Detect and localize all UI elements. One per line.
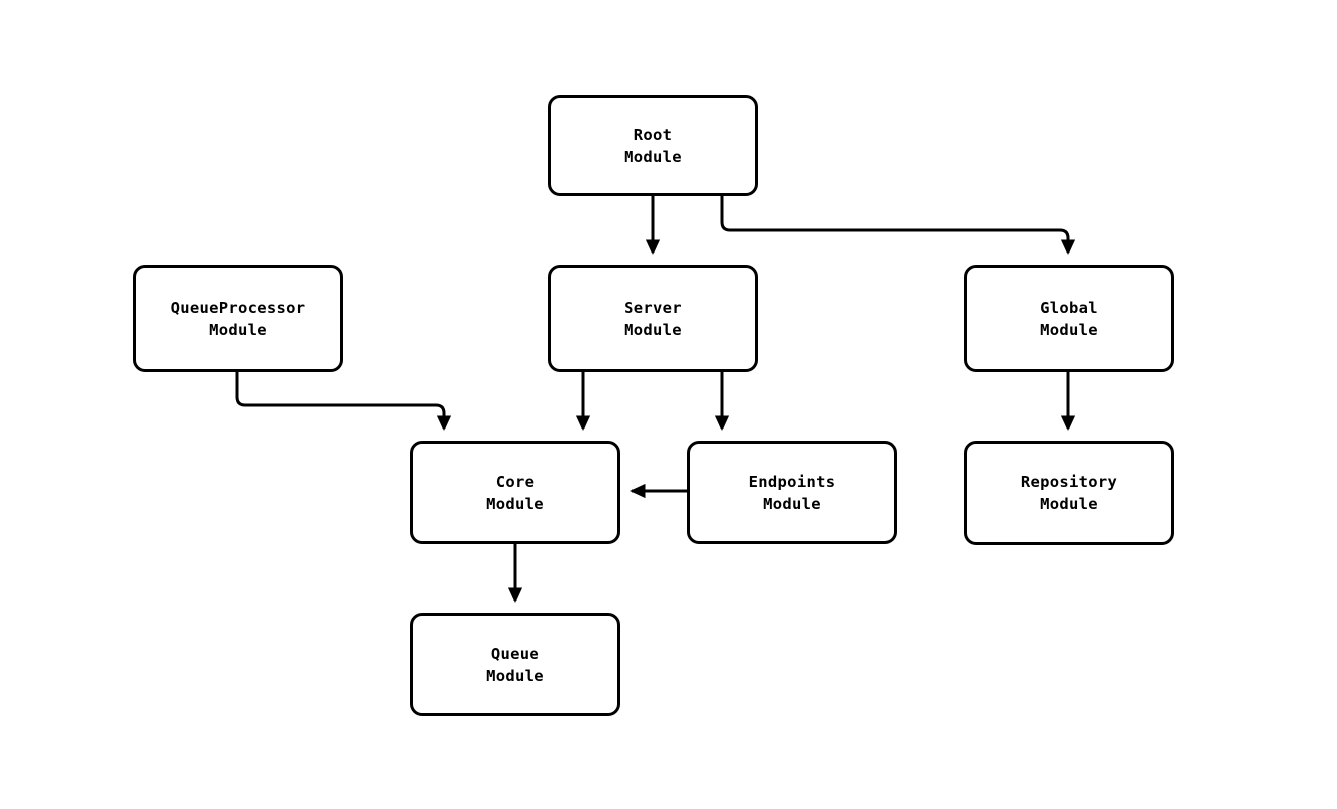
node-global-label-line1: Global xyxy=(1040,298,1098,317)
node-server-label-line1: Server xyxy=(624,298,682,317)
node-root-label-line2: Module xyxy=(624,147,682,166)
node-endpoints[interactable]: Endpoints Module xyxy=(687,441,897,544)
node-queue-label-line2: Module xyxy=(486,666,544,685)
node-root-label-line1: Root xyxy=(633,125,673,144)
node-global-label-line2: Module xyxy=(1040,320,1098,339)
node-core-label-line1: Core xyxy=(495,472,535,491)
node-queueprocessor-label-line1: QueueProcessor xyxy=(170,298,306,317)
edge-queueprocessor-to-core xyxy=(235,372,452,431)
node-queue-label-line1: Queue xyxy=(490,644,540,663)
node-repository-label-line2: Module xyxy=(1040,495,1098,513)
node-queueprocessor[interactable]: QueueProcessor Module xyxy=(133,265,343,372)
node-queue[interactable]: Queue Module xyxy=(410,613,620,716)
node-root[interactable]: Root Module xyxy=(548,95,758,196)
node-server-label-line2: Module xyxy=(624,320,682,339)
node-endpoints-label-line2: Module xyxy=(763,494,821,513)
node-endpoints-label-line1: Endpoints xyxy=(748,472,836,491)
node-core-label-line2: Module xyxy=(486,494,544,513)
node-global[interactable]: Global Module xyxy=(964,265,1174,372)
node-core[interactable]: Core Module xyxy=(410,441,620,544)
edge-root-to-global xyxy=(720,196,1076,255)
node-repository-label-line1: Repository xyxy=(1020,473,1118,491)
node-queueprocessor-label-line2: Module xyxy=(209,320,267,339)
node-repository[interactable]: Repository Module xyxy=(964,441,1174,545)
node-server[interactable]: Server Module xyxy=(548,265,758,372)
